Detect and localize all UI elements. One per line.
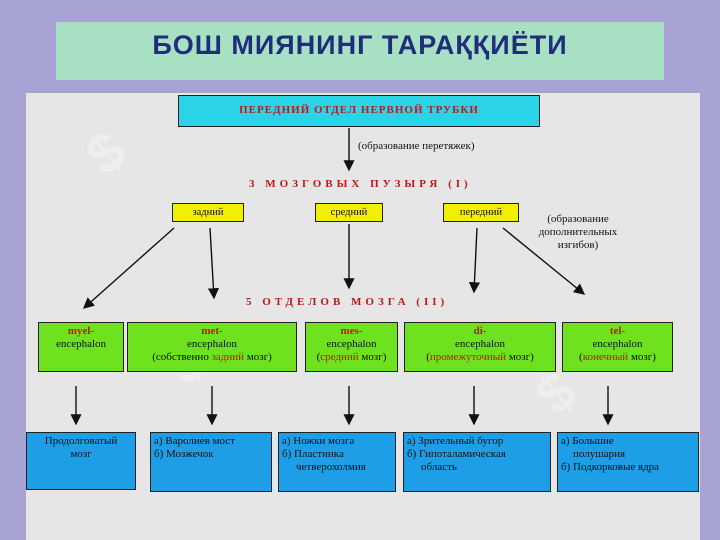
section-root: encephalon [55,338,107,350]
section-diencephalon: di- encephalon (промежуточный мозг) [404,322,556,372]
section-metencephalon: met- encephalon (собственно задний мозг) [127,322,297,372]
section-prefix: myel- [67,325,95,337]
heading-sections: 5 ОТДЕЛОВ МОЗГА (II) [246,296,449,308]
derivative-line: мозг [70,448,92,460]
neural-tube-label: ПЕРЕДНИЙ ОТДЕЛ НЕРВНОЙ ТРУБКИ [239,104,479,116]
title-band [56,22,664,80]
heading-vesicles: 3 МОЗГОВЫХ ПУЗЫРЯ (I) [249,178,472,190]
derivative-line: б) Подкорковые ядра [561,461,660,473]
derivative-telencephalon: а) Большие полушария б) Подкорковые ядра [557,432,699,492]
section-root: encephalon [186,338,238,350]
derivative-line: полушария [573,448,626,460]
derivative-medulla: Продолговатый мозг [26,432,136,490]
section-description: (собственно задний мозг) [152,351,272,363]
arrow [207,227,220,300]
section-prefix: mes- [340,325,363,337]
derivative-line: б) Пластинка [282,448,344,460]
derivative-line: б) Гипоталамическая [407,448,506,460]
section-description: (средний мозг) [316,351,387,363]
section-telencephalon: tel- encephalon (конечный мозг) [562,322,673,372]
section-root: encephalon [454,338,506,350]
section-root: encephalon [326,338,377,350]
vesicle-posterior: задний [172,203,244,222]
section-root: encephalon [592,338,643,350]
derivative-line: Продолговатый [44,435,118,447]
derivative-diencephalon: а) Зрительный бугор б) Гипоталамическая … [403,432,551,492]
derivative-line: четверохолмия [296,461,366,473]
section-description: (промежуточный мозг) [426,351,534,363]
vesicle-anterior: передний [443,203,519,222]
derivative-line: а) Ножки мозга [282,435,355,447]
page-title: БОШ МИЯНИНГ ТАРАҚҚИЁТИ [152,30,568,60]
note-bends: (образование дополнительных изгибов) [528,213,628,252]
arrow [82,227,175,309]
section-mesencephalon: mes- encephalon (средний мозг) [305,322,398,372]
derivative-line: б) Мозжечок [154,448,214,460]
section-description: (конечный мозг) [579,351,656,363]
arrow [502,227,586,295]
vesicle-middle: средний [315,203,383,222]
section-myelencephalon: myel- encephalon [38,322,124,372]
derivative-line: а) Варолиев мост [154,435,235,447]
section-prefix: tel- [609,325,626,337]
derivative-pons-cerebellum: а) Варолиев мост б) Мозжечок [150,432,272,492]
note-bends-line: изгибов) [557,239,599,251]
section-prefix: di- [473,325,487,337]
derivative-midbrain: а) Ножки мозга б) Пластинка четверохолми… [278,432,396,492]
note-bends-line: (образование [547,213,609,225]
neural-tube-box: ПЕРЕДНИЙ ОТДЕЛ НЕРВНОЙ ТРУБКИ [178,95,540,127]
derivative-line: а) Большие [561,435,614,447]
arrow [468,227,481,294]
note-constrictions: (образование перетяжек) [358,140,475,152]
note-bends-line: дополнительных [538,226,618,238]
derivative-line: а) Зрительный бугор [407,435,504,447]
section-prefix: met- [201,325,223,337]
derivative-line: область [421,461,457,473]
